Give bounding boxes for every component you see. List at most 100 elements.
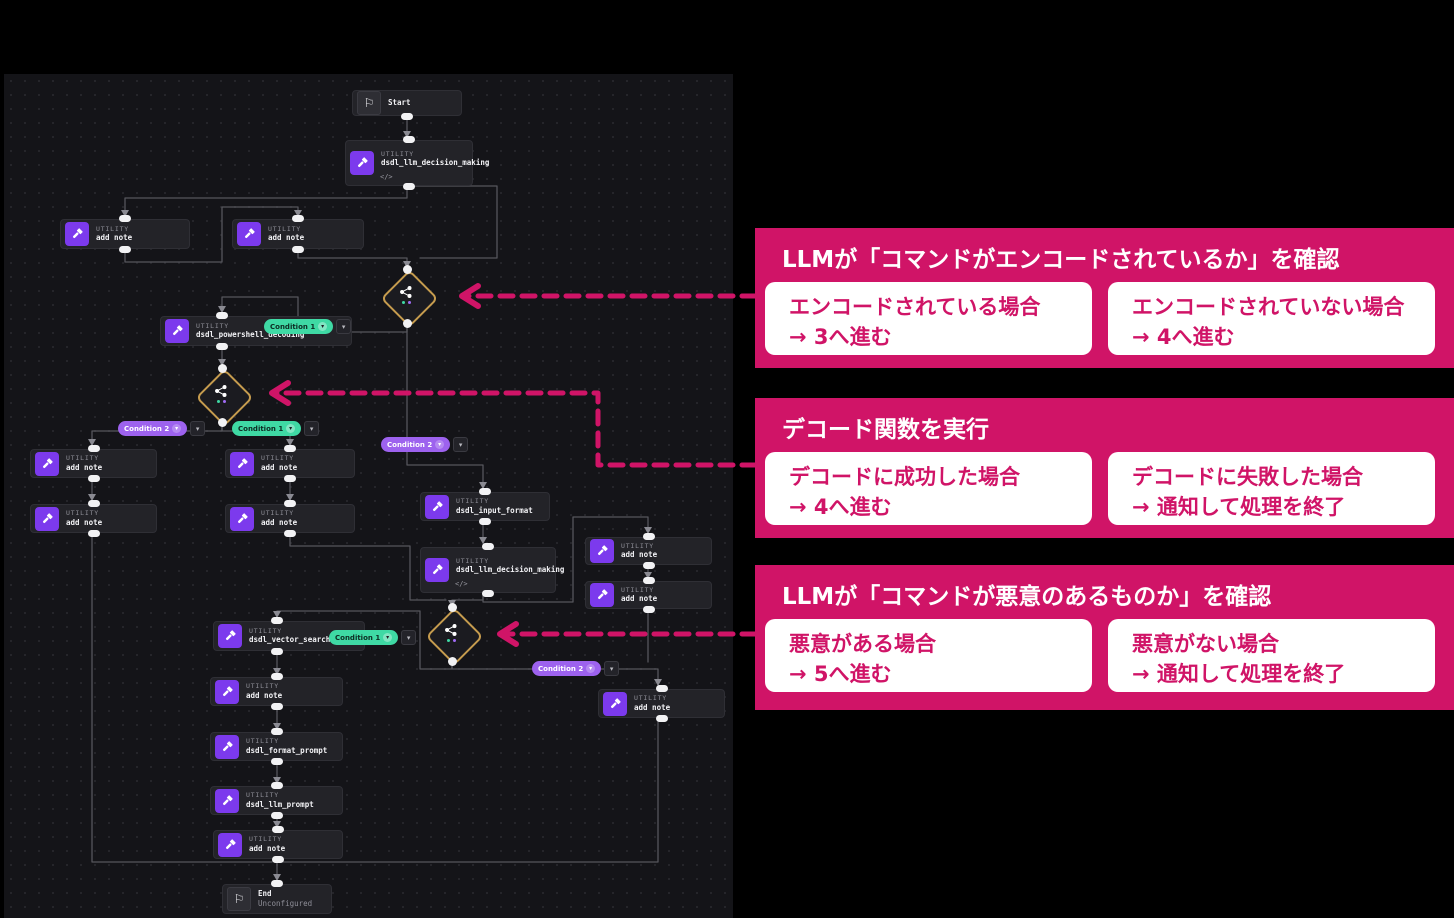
node-title: add note [96, 233, 133, 243]
connector-port[interactable] [270, 782, 283, 789]
flag-icon: ⚐ [227, 887, 251, 911]
node-title: dsdl_input_format [456, 505, 533, 515]
chevron-down-icon: ▾ [435, 440, 445, 449]
connector-port[interactable] [447, 602, 457, 612]
panel-title: LLMが「コマンドが悪意のあるものか」を確認 [782, 584, 1272, 610]
condition-badge-label: Condition 1 [335, 633, 381, 642]
chevron-down-icon: ▾ [383, 633, 393, 642]
node-title: dsdl_llm_decision_making [381, 158, 490, 168]
panel-case-box: 悪意がない場合 → 通知して処理を終了 [1108, 619, 1435, 692]
chevron-down-icon: ▾ [586, 664, 596, 673]
node-type-label: UTILITY [96, 224, 129, 233]
node-title: End [258, 888, 272, 898]
case-action: → 通知して処理を終了 [1132, 662, 1346, 687]
panel-title: デコード関数を実行 [782, 417, 989, 443]
node-type-label: UTILITY [66, 509, 99, 518]
node-type-label: UTILITY [456, 556, 489, 565]
badge-dropdown-button[interactable]: ▾ [304, 421, 320, 436]
utility-icon [230, 451, 254, 476]
branch-icon [214, 384, 228, 403]
badge-dropdown-button[interactable]: ▾ [453, 437, 469, 452]
code-icon: </> [455, 580, 468, 588]
connector-port[interactable] [270, 673, 283, 680]
case-action: → 4へ進む [789, 495, 892, 520]
case-action: → 通知して処理を終了 [1132, 495, 1346, 520]
annotation-panel-malicious-check: LLMが「コマンドが悪意のあるものか」を確認 悪意がある場合 → 5へ進む 悪意… [755, 565, 1454, 710]
node-type-label: UTILITY [381, 149, 414, 158]
badge-dropdown-button[interactable]: ▾ [401, 630, 417, 645]
chevron-down-icon: ▾ [172, 424, 182, 433]
node-title: dsdl_llm_prompt [246, 799, 314, 809]
connector-port[interactable] [655, 715, 668, 722]
condition-badge-cond2-center[interactable]: Condition 2▾▾ [381, 437, 469, 452]
condition-badge-label: Condition 1 [238, 424, 284, 433]
utility-icon [35, 506, 59, 531]
case-action: → 5へ進む [789, 662, 892, 687]
panel-title: LLMが「コマンドがエンコードされているか」を確認 [782, 247, 1340, 273]
annotation-panel-encode-check: LLMが「コマンドがエンコードされているか」を確認 エンコードされている場合 →… [755, 228, 1454, 368]
connector-port[interactable] [655, 685, 668, 692]
condition-badge-cond1-mid[interactable]: Condition 1▾▾ [232, 421, 320, 436]
case-text: デコードに成功した場合 [789, 465, 1020, 489]
node-title: add note [634, 702, 671, 712]
utility-icon [350, 151, 374, 175]
badge-dropdown-button[interactable]: ▾ [190, 421, 206, 436]
connector-port[interactable] [272, 856, 284, 863]
connector-port[interactable] [87, 475, 100, 482]
badge-dropdown-button[interactable]: ▾ [336, 319, 352, 334]
condition-badge-cond2-left[interactable]: Condition 2▾▾ [118, 421, 206, 436]
case-text: エンコードされていない場合 [1132, 295, 1405, 319]
node-title: add note [66, 462, 103, 472]
condition-badge-cond2-low[interactable]: Condition 2▾▾ [532, 661, 620, 676]
panel-case-box: エンコードされていない場合 → 4へ進む [1108, 282, 1435, 355]
utility-icon [35, 451, 59, 476]
connector-port[interactable] [217, 417, 227, 427]
code-icon: </> [380, 173, 393, 181]
panel-case-box: デコードに失敗した場合 → 通知して処理を終了 [1108, 452, 1435, 525]
node-type-label: UTILITY [196, 321, 229, 330]
node-type-label: UTILITY [634, 694, 667, 703]
flag-icon: ⚐ [357, 91, 381, 115]
connector-port[interactable] [217, 363, 227, 373]
utility-icon [65, 222, 89, 246]
node-start[interactable]: ⚐ Start [352, 90, 462, 116]
case-text: デコードに失敗した場合 [1132, 465, 1363, 489]
node-title: Start [388, 97, 411, 107]
badge-dropdown-button[interactable]: ▾ [604, 661, 620, 676]
condition-badge-label: Condition 2 [387, 440, 433, 449]
node-title: dsdl_powershell_decoding [196, 330, 305, 340]
connector-port[interactable] [87, 500, 100, 507]
node-status: Unconfigured [258, 899, 313, 908]
connector-port[interactable] [402, 264, 412, 274]
connector-port[interactable] [271, 880, 283, 887]
connector-port[interactable] [270, 728, 283, 735]
case-text: 悪意がない場合 [1132, 632, 1279, 656]
condition-badge-cond1-powershell[interactable]: Condition 1▾▾ [264, 319, 352, 334]
connector-port[interactable] [272, 826, 284, 833]
connector-port[interactable] [479, 488, 491, 495]
panel-case-box: エンコードされている場合 → 3へ進む [765, 282, 1092, 355]
case-text: 悪意がある場合 [789, 632, 936, 656]
node-type-label: UTILITY [261, 509, 294, 518]
chevron-down-icon: ▾ [286, 424, 296, 433]
condition-badge-label: Condition 2 [124, 424, 170, 433]
panel-case-box: デコードに成功した場合 → 4へ進む [765, 452, 1092, 525]
connector-port[interactable] [284, 500, 296, 507]
utility-icon [603, 691, 627, 716]
utility-icon [230, 506, 254, 531]
utility-icon [165, 319, 189, 343]
connector-port[interactable] [403, 136, 415, 143]
connector-port[interactable] [87, 445, 100, 452]
panel-case-box: 悪意がある場合 → 5へ進む [765, 619, 1092, 692]
chevron-down-icon: ▾ [318, 322, 328, 331]
condition-badge-label: Condition 2 [538, 664, 584, 673]
case-action: → 4へ進む [1132, 325, 1235, 350]
node-type-label: UTILITY [456, 497, 489, 506]
condition-badge-cond1-vector[interactable]: Condition 1▾▾ [329, 630, 417, 645]
node-title: add note [66, 517, 103, 527]
